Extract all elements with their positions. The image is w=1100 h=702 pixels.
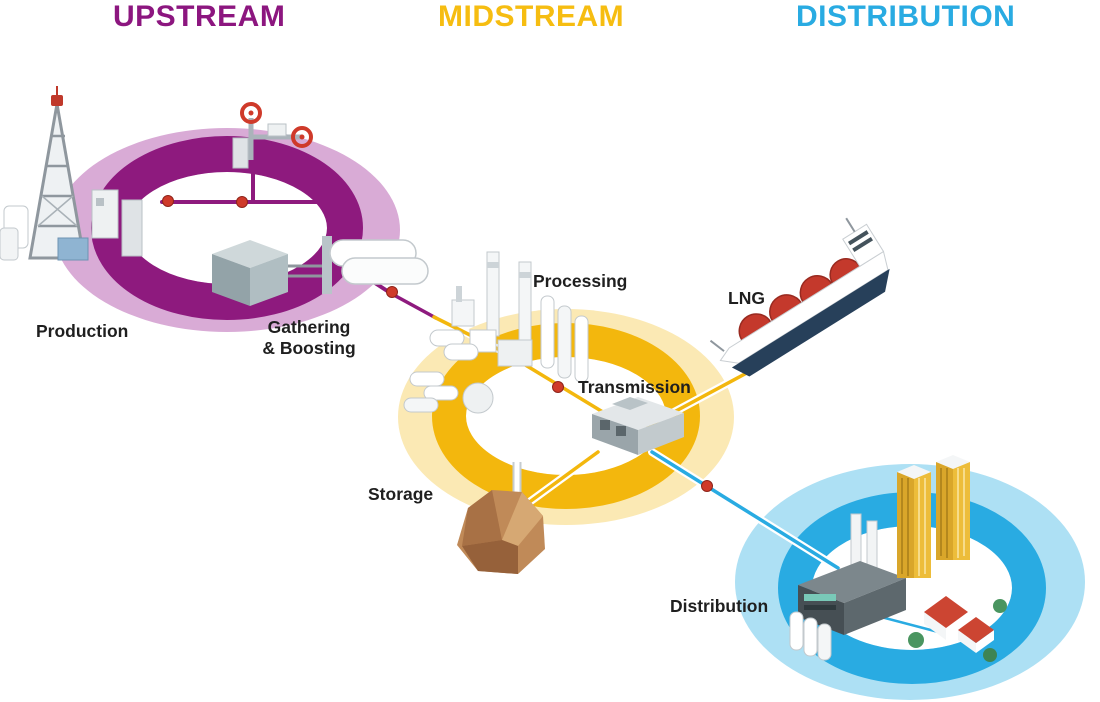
label-production: Production — [36, 321, 129, 341]
label-lng: LNG — [728, 288, 765, 308]
power-plant-illustration — [789, 513, 906, 661]
office-towers-illustration — [897, 455, 970, 578]
transmission-station-illustration — [592, 397, 684, 455]
houses-illustration — [908, 596, 1007, 662]
label-gathering-boosting: Gathering & Boosting — [248, 317, 370, 360]
wellhead-valves-illustration — [232, 102, 313, 169]
distribution-header: DISTRIBUTION — [796, 0, 1016, 33]
valve-icon — [162, 195, 174, 207]
upstream-header: UPSTREAM — [113, 0, 286, 33]
valve-icon — [236, 196, 248, 208]
drilling-rig-illustration — [0, 86, 143, 261]
label-gathering-line2: & Boosting — [262, 338, 356, 359]
tank-battery-illustration — [322, 236, 429, 294]
lng-tanker-illustration — [709, 217, 890, 377]
processing-plant-illustration — [403, 251, 589, 414]
label-distribution: Distribution — [670, 596, 769, 616]
label-processing: Processing — [533, 271, 628, 291]
valve-icon — [386, 286, 398, 298]
valve-icon — [701, 480, 713, 492]
midstream-header: MIDSTREAM — [438, 0, 625, 33]
valve-icon — [552, 381, 564, 393]
label-storage: Storage — [368, 484, 434, 504]
label-gathering-line1: Gathering — [267, 317, 351, 337]
label-transmission: Transmission — [578, 377, 691, 397]
gathering-station-illustration — [212, 240, 322, 306]
valve-icons — [162, 195, 713, 492]
storage-cavern-illustration — [457, 462, 545, 574]
